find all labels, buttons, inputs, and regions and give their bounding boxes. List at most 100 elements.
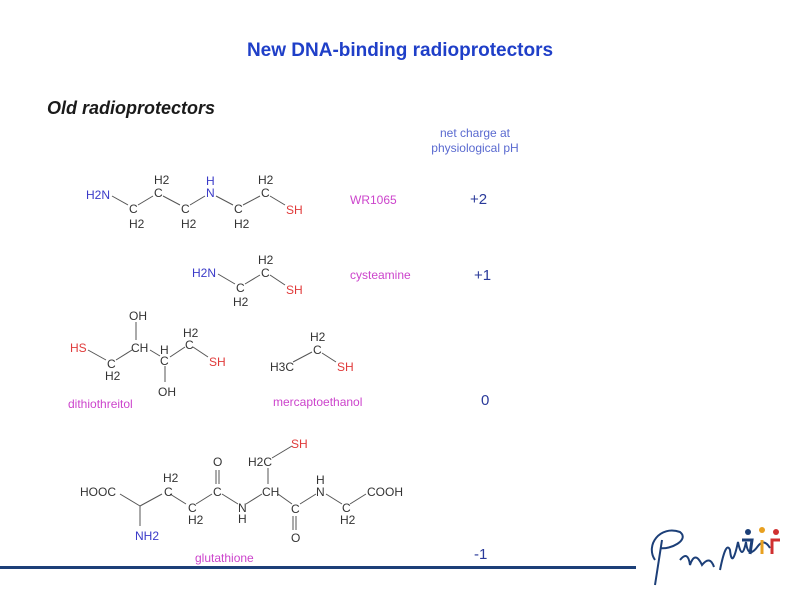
bond <box>215 195 234 206</box>
bond <box>119 493 141 507</box>
atom: SH <box>337 360 354 374</box>
atom: H2 <box>183 326 199 340</box>
atom: C <box>291 502 300 516</box>
atom: H2N <box>86 188 110 202</box>
bond <box>137 195 154 206</box>
net-charge: +1 <box>474 267 491 284</box>
atom: N <box>238 501 247 515</box>
atom: C <box>154 186 163 200</box>
bond <box>269 195 286 206</box>
bond <box>325 493 343 505</box>
bond <box>195 493 213 505</box>
atom: N <box>316 485 325 499</box>
bond <box>169 346 186 358</box>
atom: H2 <box>258 253 274 267</box>
molecule-name: dithiothreitol <box>68 397 133 411</box>
atom: H2N <box>192 266 216 280</box>
atom: C <box>313 343 322 357</box>
bond <box>245 493 263 505</box>
atom: SH <box>291 437 308 451</box>
bond <box>321 352 337 363</box>
bond <box>139 493 163 507</box>
atom: H <box>206 174 215 188</box>
molecule-wr1065: H2N C H2 C H2 C H2 N H C H2 C H2 SH WR10… <box>86 173 487 231</box>
atom: OH <box>129 309 147 323</box>
atom: CH <box>262 485 279 499</box>
molecule-name: mercaptoethanol <box>273 395 362 409</box>
atom: H2 <box>181 217 197 231</box>
atom: C <box>107 357 116 371</box>
atom: NH2 <box>135 529 159 543</box>
atom: H <box>316 473 325 487</box>
atom: H2 <box>129 217 145 231</box>
atom: H2 <box>258 173 274 187</box>
bond <box>169 493 187 505</box>
atom: CH <box>131 341 148 355</box>
atom: SH <box>209 355 226 369</box>
atom: H2 <box>233 295 249 309</box>
bond <box>149 349 161 357</box>
bond <box>242 195 261 206</box>
atom: C <box>164 485 173 499</box>
atom: OH <box>158 385 176 399</box>
atom: HOOC <box>80 485 116 499</box>
atom: H3C <box>270 360 294 374</box>
atom: C <box>188 501 197 515</box>
atom: H2 <box>340 513 356 527</box>
atom: H2 <box>234 217 250 231</box>
atom: C <box>261 266 270 280</box>
footer-divider <box>0 566 636 569</box>
atom: SH <box>286 203 303 217</box>
atom: C <box>342 501 351 515</box>
atom: H2 <box>163 471 179 485</box>
bond <box>292 351 313 363</box>
bond <box>271 445 293 459</box>
molecule-glutathione: HOOC NH2 C H2 C H2 C O N H CH H2C SH C O… <box>80 437 487 565</box>
atom: C <box>185 338 194 352</box>
atom: C <box>236 281 245 295</box>
atom: HS <box>70 341 87 355</box>
bond <box>349 493 367 505</box>
atom: H2C <box>248 455 272 469</box>
slide-title: New DNA-binding radioprotectors <box>246 40 554 61</box>
atom: N <box>206 186 215 200</box>
molecule-cysteamine: H2N C H2 C H2 SH cysteamine +1 <box>192 253 491 309</box>
bond <box>221 493 239 505</box>
atom: C <box>261 186 270 200</box>
bond <box>192 346 209 358</box>
atom: H <box>238 512 247 526</box>
charge-column-header: net charge at physiological pH <box>405 126 545 156</box>
bond <box>277 493 293 505</box>
molecule-name: glutathione <box>195 551 254 565</box>
atom: C <box>213 485 222 499</box>
atom: H2 <box>105 369 121 383</box>
net-charge: -1 <box>474 546 487 563</box>
atom: C <box>129 202 138 216</box>
bond <box>111 195 129 206</box>
molecule-dithiothreitol: HS C H2 CH OH H C OH C H2 SH dithiothrei… <box>68 309 226 411</box>
peter-mac-logo <box>650 527 780 586</box>
atom: O <box>291 531 300 545</box>
section-subtitle: Old radioprotectors <box>47 98 216 118</box>
atom: SH <box>286 283 303 297</box>
bond <box>87 349 107 361</box>
bond <box>115 349 133 361</box>
atom: H2 <box>154 173 170 187</box>
bond <box>269 274 286 286</box>
molecule-name: cysteamine <box>350 268 411 282</box>
atom: C <box>160 354 169 368</box>
bond <box>244 274 261 285</box>
atom: C <box>234 202 243 216</box>
molecule-name: WR1065 <box>350 193 397 207</box>
bond <box>162 195 181 206</box>
atom: H2 <box>188 513 204 527</box>
atom: COOH <box>367 485 403 499</box>
charge-header-line2: physiological pH <box>431 141 519 155</box>
net-charge: +2 <box>470 191 487 208</box>
charge-header-line1: net charge at <box>439 126 511 140</box>
atom: O <box>213 455 222 469</box>
bond <box>189 195 206 206</box>
bond <box>217 273 236 285</box>
